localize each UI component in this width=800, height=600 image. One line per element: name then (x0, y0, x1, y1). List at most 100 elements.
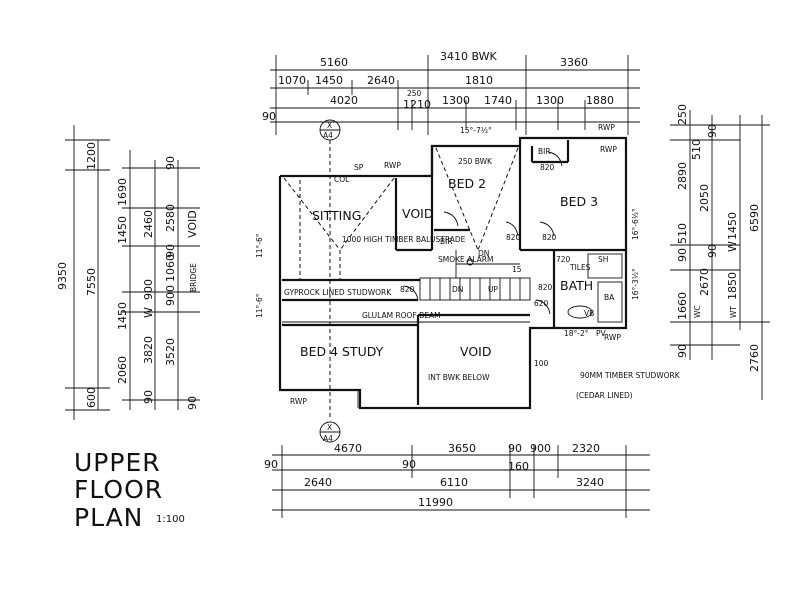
room-bir-1: BIR (440, 237, 453, 246)
section-marker-top (319, 119, 341, 420)
dim-top-2640: 2640 (367, 74, 395, 87)
dim-left-1200: 1200 (85, 142, 98, 170)
dim-top-90: 90 (262, 110, 276, 123)
bottom-dimension-lines (272, 445, 650, 518)
note-d720: 720 (556, 255, 571, 264)
dim-right-wc: WC (693, 305, 702, 318)
dim-left-void: VOID (186, 210, 199, 238)
dim-left-3520: 3520 (164, 338, 177, 366)
dim-left-d-900: 900 (164, 285, 177, 306)
dim-bottom-90b: 90 (508, 442, 522, 455)
dim-bottom-3650: 3650 (448, 442, 476, 455)
dim-right-250: 250 (676, 104, 689, 125)
title-line-1: UPPER (74, 448, 161, 477)
section-a4-top: A4 (323, 131, 333, 140)
note-d100: 100 (534, 359, 549, 368)
note-bath-pitch2: 18°-2° (564, 329, 589, 338)
dim-right-6590: 6590 (748, 204, 761, 232)
dim-top-250: 250 (407, 89, 422, 98)
note-glulam: GLULAM ROOF BEAM (362, 311, 441, 320)
dim-left-3820: 3820 (142, 336, 155, 364)
room-void-bottom: VOID (460, 344, 491, 359)
dim-bottom-total: 11990 (418, 496, 453, 509)
room-bed4: BED 4 STUDY (300, 344, 384, 359)
dim-left-d-90c: 90 (186, 396, 199, 410)
dim-right-1450: 1450 (726, 212, 739, 240)
note-col: COL (334, 175, 350, 184)
note-bwk-bed2: 250 BWK (458, 157, 493, 166)
dim-left-90: 90 (142, 390, 155, 404)
right-dimension-lines (670, 110, 770, 400)
dim-left-2580: 2580 (164, 204, 177, 232)
dim-left-2060: 2060 (116, 356, 129, 384)
note-sp: SP (354, 163, 364, 172)
note-left-pitch2: 11°-6° (255, 293, 264, 318)
dim-left-900: 900 (142, 279, 155, 300)
title-line-3: PLAN (74, 503, 143, 532)
section-marker-bottom (319, 421, 341, 443)
note-rwp-right-top: RWP (600, 145, 617, 154)
section-x-top: X (327, 121, 332, 130)
note-tiles: TILES (569, 263, 591, 272)
dim-top-4020: 4020 (330, 94, 358, 107)
room-bir-2: BIR (538, 147, 551, 156)
dim-left-bridge: BRIDGE (189, 263, 198, 292)
dim-right-w: W (726, 241, 739, 252)
note-int-bwk: INT BWK BELOW (428, 373, 490, 382)
note-balustrade: 1000 HIGH TIMBER BALUSTRADE (342, 235, 466, 244)
note-bed3-pitch: 16°-6½° (631, 208, 640, 240)
room-bath: BATH (560, 278, 593, 293)
dim-bottom-2320: 2320 (572, 442, 600, 455)
note-d15: 15 (512, 265, 522, 274)
dim-bottom-90a: 90 (264, 458, 278, 471)
top-dimension-lines (270, 55, 640, 135)
note-d820-c: 820 (542, 233, 557, 242)
dim-right-2670: 2670 (698, 268, 711, 296)
dim-top-1880: 1880 (586, 94, 614, 107)
dim-bottom-90c: 90 (402, 458, 416, 471)
smoke-alarm-symbol (466, 258, 474, 266)
dim-bottom-160: 160 (508, 460, 529, 473)
dim-bottom-6110: 6110 (440, 476, 468, 489)
note-rwp-left-bottom: RWP (290, 397, 307, 406)
dim-top-1810: 1810 (465, 74, 493, 87)
dim-top-1740: 1740 (484, 94, 512, 107)
dim-right-b-510: 510 (676, 223, 689, 244)
dim-right-90b: 90 (676, 248, 689, 262)
note-bath-pitch: 16°-3½° (631, 268, 640, 300)
dim-left-600: 600 (85, 387, 98, 408)
note-pv: PV (596, 329, 607, 338)
note-smoke: SMOKE ALARM (438, 255, 493, 264)
dim-left-w: W (142, 307, 155, 318)
dim-left-1060: 1060 (164, 254, 177, 282)
dim-right-2050: 2050 (698, 184, 711, 212)
dim-right-510a: 510 (690, 139, 703, 160)
dim-top-3410: 3410 BWK (440, 50, 498, 63)
note-d820-d: 820 (540, 163, 555, 172)
room-vb: VB (584, 309, 594, 318)
note-gyprock: GYPROCK LINED STUDWORK (284, 288, 392, 297)
dim-right-2890: 2890 (676, 162, 689, 190)
dim-top-5160: 5160 (320, 56, 348, 69)
dim-left-7550: 7550 (85, 268, 98, 296)
dim-right-90a: 90 (706, 124, 719, 138)
note-d820-b: 820 (506, 233, 521, 242)
note-cedar: (CEDAR LINED) (576, 391, 633, 400)
rwp-right-top: RWP (598, 123, 615, 132)
room-void-top: VOID (402, 206, 433, 221)
rwp-right-bottom: RWP (604, 333, 621, 342)
dim-right-1660: 1660 (676, 292, 689, 320)
room-sitting: SITTING (312, 208, 361, 223)
note-rwp-top: RWP (384, 161, 401, 170)
room-sh: SH (598, 255, 608, 264)
dim-bottom-4670: 4670 (334, 442, 362, 455)
dim-left-2460: 2460 (142, 210, 155, 238)
room-bed2: BED 2 (448, 176, 486, 191)
dim-top-1070: 1070 (278, 74, 306, 87)
dim-left-d-90a: 90 (164, 156, 177, 170)
note-stair-dn1: DN (452, 285, 463, 294)
section-a4-bottom: A4 (323, 434, 333, 443)
dim-right-1850: 1850 (726, 272, 739, 300)
note-d820-e: 820 (538, 283, 553, 292)
